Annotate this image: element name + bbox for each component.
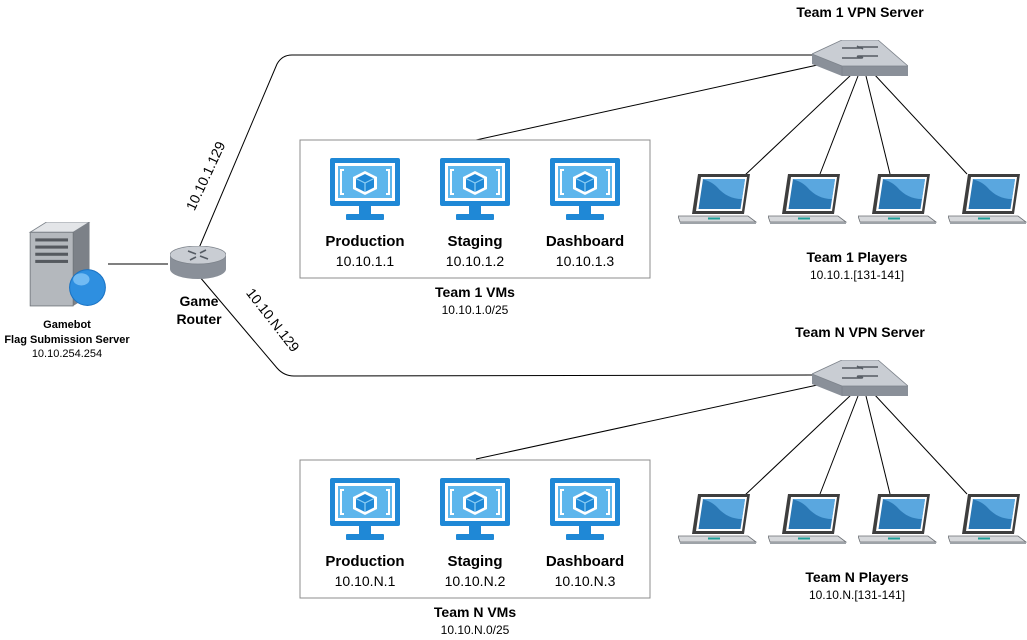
link-label-teamN: 10.10.N.129 bbox=[243, 285, 303, 355]
team1-vm-production[interactable]: Production 10.10.1.1 bbox=[325, 158, 405, 269]
gamebot-server[interactable]: Gamebot Flag Submission Server 10.10.254… bbox=[4, 222, 130, 360]
laptop-icon[interactable] bbox=[768, 494, 847, 545]
router-label-line1: Game bbox=[180, 293, 219, 309]
link-router-team1-vpn bbox=[198, 54, 812, 249]
game-router[interactable]: Game Router bbox=[170, 246, 226, 327]
team1-players: Team 1 Players 10.10.1.[131-141] bbox=[678, 174, 1027, 282]
laptop-icon[interactable] bbox=[768, 174, 847, 225]
gamebot-title: Gamebot bbox=[43, 319, 91, 331]
switch-icon bbox=[812, 40, 908, 76]
laptop-icon[interactable] bbox=[948, 494, 1027, 545]
gamebot-subtitle: Flag Submission Server bbox=[4, 334, 130, 346]
vm-ip: 10.10.1.2 bbox=[446, 253, 505, 269]
team1-players-label: Team 1 Players bbox=[807, 249, 908, 265]
vm-name: Dashboard bbox=[546, 233, 624, 250]
teamN-players-label: Team N Players bbox=[805, 569, 908, 585]
link-label-team1: 10.10.1.129 bbox=[183, 139, 229, 213]
switch-icon bbox=[812, 360, 908, 396]
vm-ip: 10.10.1.1 bbox=[336, 253, 395, 269]
teamN-vm-staging[interactable]: Staging 10.10.N.2 bbox=[440, 478, 510, 589]
link-teamN-vpn-vms bbox=[475, 383, 823, 460]
teamN-vms-subnet: 10.10.N.0/25 bbox=[441, 623, 510, 637]
vm-name: Dashboard bbox=[546, 553, 624, 570]
vm-ip: 10.10.N.2 bbox=[445, 573, 506, 589]
teamN-vm-production[interactable]: Production 10.10.N.1 bbox=[325, 478, 405, 589]
team1-players-range: 10.10.1.[131-141] bbox=[810, 268, 904, 282]
vm-ip: 10.10.N.1 bbox=[335, 573, 396, 589]
teamN-player-links bbox=[743, 393, 968, 497]
vm-name: Staging bbox=[448, 233, 503, 250]
team1-vpn-server[interactable]: Team 1 VPN Server bbox=[796, 4, 924, 76]
laptop-icon[interactable] bbox=[678, 494, 757, 545]
teamN-vm-dashboard[interactable]: Dashboard 10.10.N.3 bbox=[546, 478, 624, 589]
team1-player-links bbox=[743, 73, 968, 177]
team1-vm-dashboard[interactable]: Dashboard 10.10.1.3 bbox=[546, 158, 624, 269]
team1-vpn-label: Team 1 VPN Server bbox=[796, 4, 924, 20]
teamN-players-range: 10.10.N.[131-141] bbox=[809, 588, 905, 602]
link-team1-vpn-vms bbox=[475, 63, 823, 141]
laptop-icon[interactable] bbox=[858, 174, 937, 225]
gamebot-ip: 10.10.254.254 bbox=[32, 348, 102, 360]
teamN-players: Team N Players 10.10.N.[131-141] bbox=[678, 494, 1027, 602]
team1-vm-staging[interactable]: Staging 10.10.1.2 bbox=[440, 158, 510, 269]
teamN-vms-label: Team N VMs bbox=[434, 604, 516, 620]
laptop-icon[interactable] bbox=[858, 494, 937, 545]
router-icon bbox=[170, 246, 226, 280]
laptop-icon[interactable] bbox=[948, 174, 1027, 225]
teamN-vpn-server[interactable]: Team N VPN Server bbox=[795, 324, 925, 396]
vm-name: Production bbox=[325, 553, 404, 570]
teamN-vpn-label: Team N VPN Server bbox=[795, 324, 925, 340]
server-icon bbox=[29, 222, 107, 307]
laptop-icon[interactable] bbox=[678, 174, 757, 225]
link-router-teamN-vpn bbox=[198, 275, 813, 377]
team1-vms-subnet: 10.10.1.0/25 bbox=[442, 303, 509, 317]
router-label-line2: Router bbox=[176, 311, 222, 327]
vm-name: Staging bbox=[448, 553, 503, 570]
vm-name: Production bbox=[325, 233, 404, 250]
vm-ip: 10.10.1.3 bbox=[556, 253, 615, 269]
vm-ip: 10.10.N.3 bbox=[555, 573, 616, 589]
team1-vms-label: Team 1 VMs bbox=[435, 284, 515, 300]
